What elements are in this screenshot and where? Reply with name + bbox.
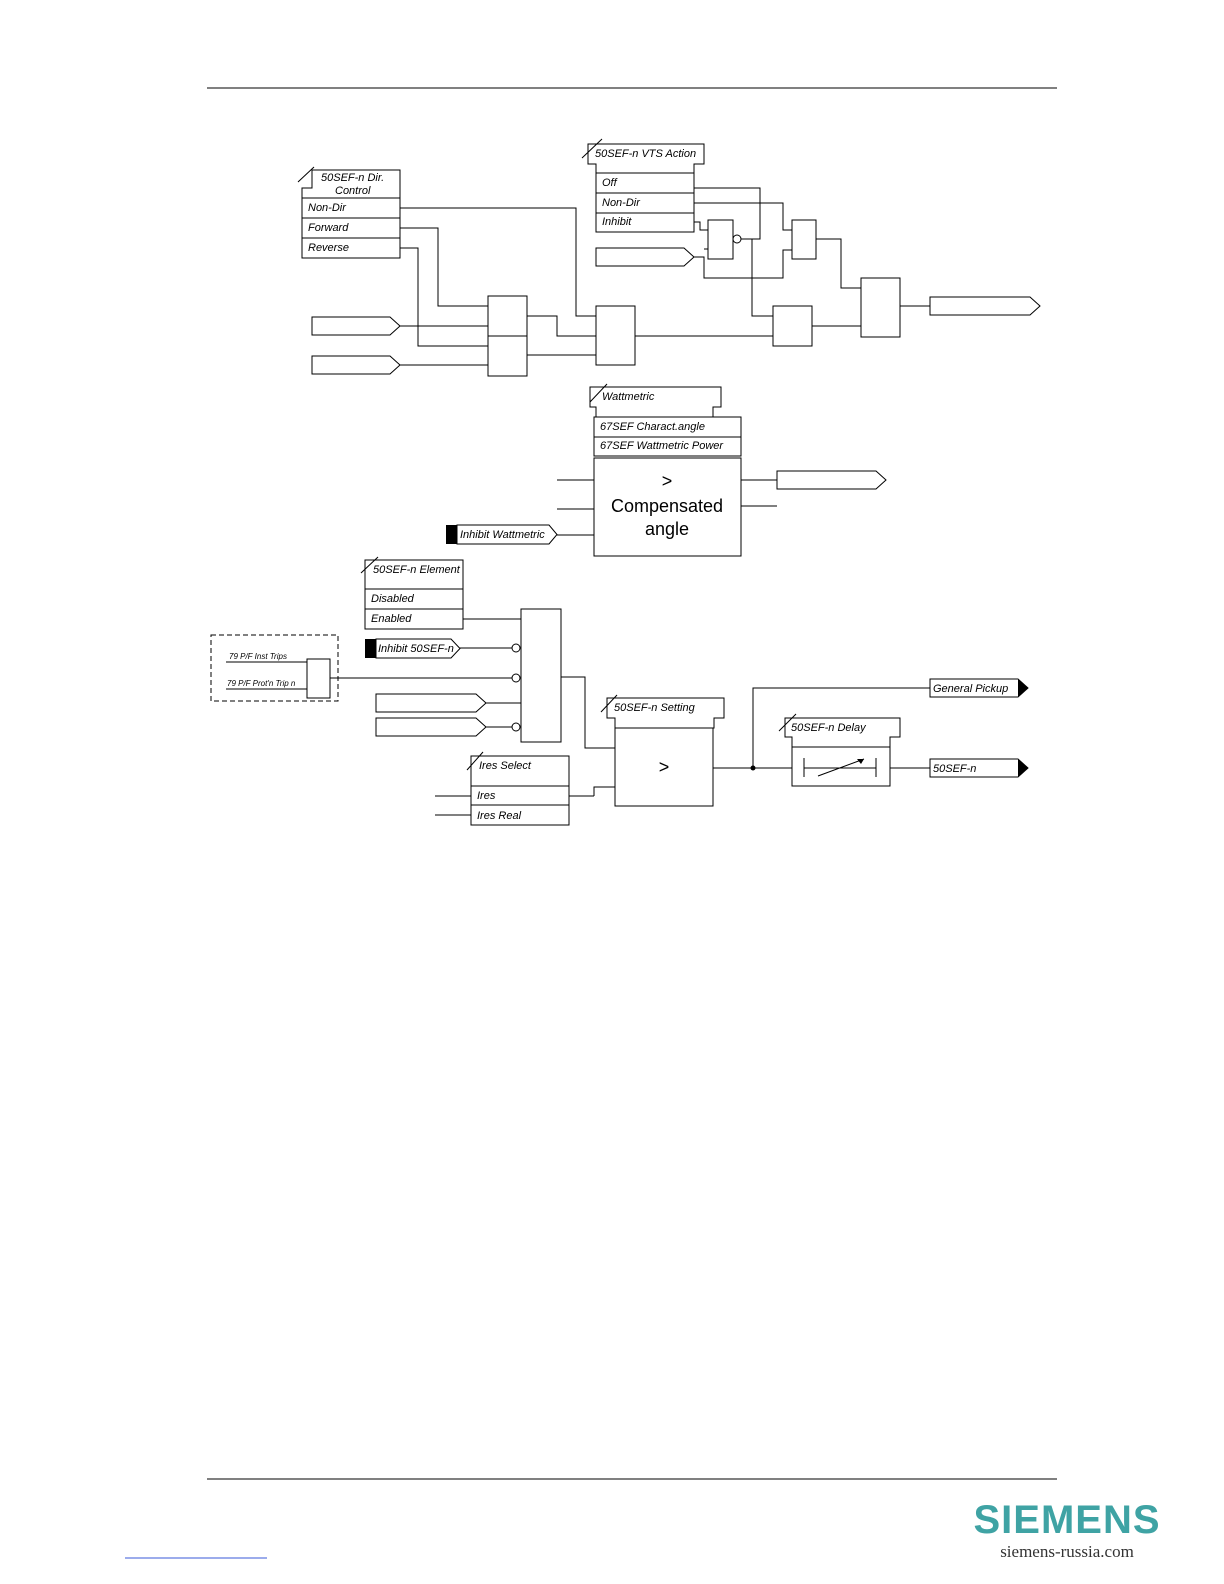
delay-timer <box>791 746 891 787</box>
dir-option-reverse: Reverse <box>308 242 349 254</box>
siemens-logo: SIEMENS siemens-russia.com <box>972 1498 1162 1562</box>
or-gate-dir <box>595 305 636 366</box>
direction-output-arrow <box>929 296 1041 316</box>
dir-control-title-1: 50SEF-n Dir. <box>321 172 384 184</box>
ires-option-ires: Ires <box>477 790 496 802</box>
vts-action-setting: 50SEF-n VTS Action Off Non-Dir Inhibit <box>581 138 705 233</box>
element-input-arrow-2 <box>375 717 487 737</box>
inhibit-wattmetric-label: Inhibit Wattmetric <box>460 529 545 541</box>
general-pickup-label: General Pickup <box>933 683 1008 695</box>
autoreclose-group <box>210 634 339 702</box>
inhibit-wattmetric-marker <box>446 525 457 544</box>
dir-option-forward: Forward <box>308 222 349 234</box>
and-gate-vts-3 <box>772 305 813 347</box>
wattmetric-output-arrow <box>776 470 887 490</box>
brand-name: SIEMENS <box>973 1498 1161 1542</box>
element-input-arrow-1 <box>375 693 487 713</box>
inhibit-element-label: Inhibit 50SEF-n <box>378 643 454 655</box>
setting-comparator <box>614 727 714 807</box>
invert-bubble <box>732 234 742 244</box>
charact-angle-label: 67SEF Charact.angle <box>600 421 705 433</box>
setting-block: 50SEF-n Setting > <box>600 694 725 807</box>
output-stage: General Pickup 50SEF-n Delay 50SEF-n <box>713 678 1029 787</box>
inhibit-wattmetric-arrow <box>456 524 558 545</box>
ar-protn-trip-label: 79 P/F Prot'n Trip n <box>227 679 296 688</box>
brand-url[interactable]: siemens-russia.com <box>1000 1542 1134 1561</box>
delay-title: 50SEF-n Delay <box>791 722 867 734</box>
wattmetric-title: Wattmetric <box>602 391 655 403</box>
wattmetric-power-label: 67SEF Wattmetric Power <box>600 440 724 452</box>
vts-option-inhibit: Inhibit <box>602 216 632 228</box>
element-title: 50SEF-n Element <box>373 564 461 576</box>
dir-control-setting: 50SEF-n Dir. Control Non-Dir Forward Rev… <box>297 166 401 259</box>
and-gate-vts-1 <box>707 219 734 260</box>
input-arrow-2 <box>311 355 401 375</box>
vts-option-off: Off <box>602 177 618 189</box>
element-option-enabled: Enabled <box>371 613 412 625</box>
angle-label: angle <box>645 519 689 539</box>
trip-output-label: 50SEF-n <box>933 763 976 775</box>
vts-action-title: 50SEF-n VTS Action <box>595 148 696 160</box>
wattmetric-block: Wattmetric 67SEF Charact.angle 67SEF Wat… <box>446 383 887 557</box>
inhibit-element-marker <box>365 639 376 658</box>
vts-input-arrow <box>595 247 695 267</box>
ires-select-title: Ires Select <box>479 760 532 772</box>
element-and-gate <box>520 608 562 743</box>
element-option-disabled: Disabled <box>371 593 415 605</box>
dir-control-title-2: Control <box>335 185 371 197</box>
and-gate-forward <box>487 295 528 337</box>
wattmetric-compare-symbol: > <box>662 471 673 491</box>
ar-inst-trips-label: 79 P/F Inst Trips <box>229 652 287 661</box>
direction-logic <box>311 187 1041 377</box>
dir-option-non-dir: Non-Dir <box>308 202 347 214</box>
element-setting: 50SEF-n Element Disabled Enabled Inhibit… <box>210 556 615 749</box>
vts-option-non-dir: Non-Dir <box>602 197 641 209</box>
inhibit-element-arrow <box>375 638 461 659</box>
and-gate-vts-2 <box>791 219 817 260</box>
setting-title: 50SEF-n Setting <box>614 702 696 714</box>
compensated-label: Compensated <box>611 496 723 516</box>
setting-compare-symbol: > <box>659 757 670 777</box>
ires-option-ires-real: Ires Real <box>477 810 522 822</box>
ires-select-setting: Ires Select Ires Ires Real <box>435 751 615 826</box>
input-arrow-1 <box>311 316 401 336</box>
ar-or-gate <box>306 658 331 699</box>
or-gate-final <box>860 277 901 338</box>
and-gate-reverse <box>487 335 528 377</box>
